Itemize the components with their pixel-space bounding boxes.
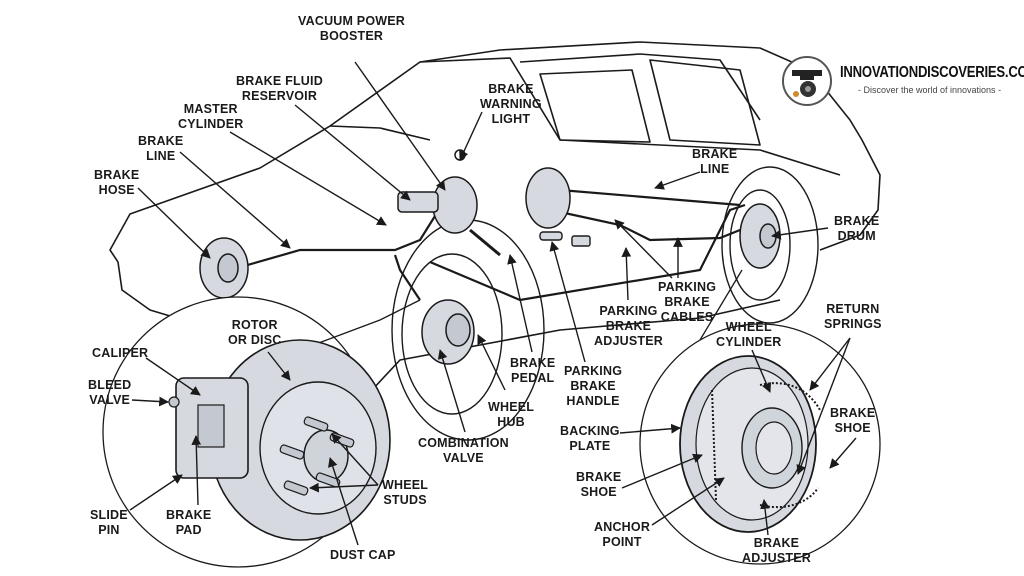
label-wheel-hub: WHEEL HUB [488,400,535,429]
label-combination-valve: COMBINATION VALVE [418,436,509,465]
brand-logo[interactable]: INNOVATIONDISCOVERIES.COM - Discover the… [782,56,1024,106]
label-parking-brake-handle: PARKING BRAKE HANDLE [564,364,623,408]
front-hub-small [421,299,475,365]
label-caliper: CALIPER [92,346,149,360]
brake-lines [229,188,746,302]
label-return-springs: RETURN SPRINGS [824,302,882,331]
label-brake-shoe-left: BRAKE SHOE [576,470,622,499]
label-backing-plate: BACKING PLATE [560,424,620,453]
front-disc-small [199,237,249,299]
rear-wheel [721,166,819,324]
label-wheel-cylinder: WHEEL CYLINDER [716,320,782,349]
label-master-cylinder: MASTER CYLINDER [178,102,244,131]
brand-tagline: - Discover the world of innovations - [858,85,1002,95]
label-brake-pad: BRAKE PAD [166,508,212,537]
brand-name: INNOVATIONDISCOVERIES.COM [840,64,1024,81]
wrench-gear-icon [782,56,832,106]
label-parking-brake-adjuster: PARKING BRAKE ADJUSTER [594,304,663,348]
label-brake-shoe-right: BRAKE SHOE [830,406,876,435]
label-brake-pedal: BRAKE PEDAL [510,356,556,385]
label-slide-pin: SLIDE PIN [90,508,128,537]
label-brake-hose: BRAKE HOSE [94,168,140,197]
label-bleed-valve: BLEED VALVE [88,378,132,407]
master-cylinder-assembly [397,149,501,257]
label-brake-line-front: BRAKE LINE [138,134,184,163]
rear-drum-small [525,167,781,269]
label-vacuum-power-booster: VACUUM POWER BOOSTER [298,14,406,43]
parking-brake-parts [539,231,591,247]
label-brake-drum: BRAKE DRUM [834,214,880,243]
disc-brake-detail [102,296,421,568]
drum-brake-detail [639,269,881,565]
label-parking-brake-cables: PARKING BRAKE CABLES [658,280,717,324]
label-anchor-point: ANCHOR POINT [594,520,651,549]
label-brake-fluid-reservoir: BRAKE FLUID RESERVOIR [236,74,323,103]
label-brake-warning-light: BRAKE WARNING LIGHT [480,82,542,126]
car-body [109,41,881,391]
leader-lines [129,61,857,546]
label-dust-cap: DUST CAP [330,548,396,562]
label-rotor-or-disc: ROTOR OR DISC [228,318,282,347]
label-brake-adjuster: BRAKE ADJUSTER [742,536,811,565]
label-brake-line-rear: BRAKE LINE [692,147,738,176]
label-wheel-studs: WHEEL STUDS [382,478,429,507]
